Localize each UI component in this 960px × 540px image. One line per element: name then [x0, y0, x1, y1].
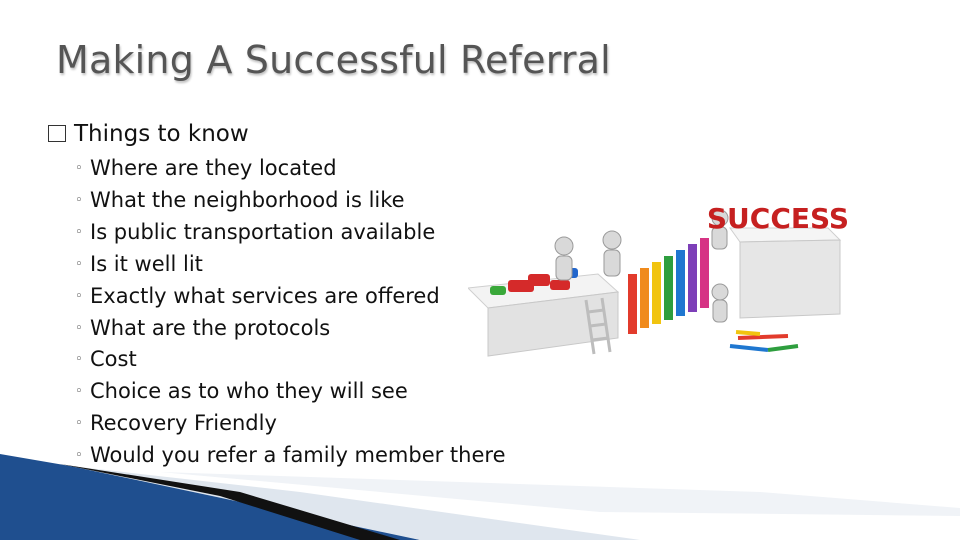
ring-bullet-icon: ◦	[75, 416, 83, 432]
ring-bullet-icon: ◦	[75, 352, 83, 368]
ring-bullet-icon: ◦	[75, 161, 83, 176]
ring-bullet-icon: ◦	[75, 224, 83, 240]
checkbox-bullet-icon	[48, 125, 66, 142]
footer-swoosh-decoration	[0, 454, 960, 540]
sub-bullet: ◦Exactly what services are offered	[75, 281, 506, 313]
sub-bullet-list: ◦Where are they located ◦What the neighb…	[75, 153, 506, 472]
ring-bullet-icon: ◦	[75, 256, 83, 272]
sub-bullet: ◦What are the protocols	[75, 313, 506, 345]
ring-bullet-icon: ◦	[75, 288, 83, 304]
main-bullet: Things to know	[48, 121, 249, 147]
sub-bullet: ◦Where are they located	[75, 153, 506, 185]
ring-bullet-icon: ◦	[75, 320, 83, 336]
sub-bullet: ◦Is public transportation available	[75, 217, 506, 249]
success-text: SUCCESS	[707, 202, 849, 235]
sub-bullet: ◦Is it well lit	[75, 249, 506, 281]
ring-bullet-icon: ◦	[75, 448, 83, 464]
slide-title: Making A Successful Referral	[56, 38, 611, 82]
ring-bullet-icon: ◦	[75, 384, 83, 400]
sub-bullet: ◦Choice as to who they will see	[75, 376, 506, 408]
ring-bullet-icon: ◦	[75, 192, 83, 208]
success-staircase-illustration-icon: SUCCESS	[468, 202, 849, 357]
sub-bullet: ◦What the neighborhood is like	[75, 185, 506, 217]
main-bullet-text: Things to know	[74, 121, 249, 147]
sub-bullet: ◦Recovery Friendly	[75, 408, 506, 440]
sub-bullet: ◦Would you refer a family member there	[75, 440, 506, 472]
sub-bullet: ◦Cost	[75, 344, 506, 376]
